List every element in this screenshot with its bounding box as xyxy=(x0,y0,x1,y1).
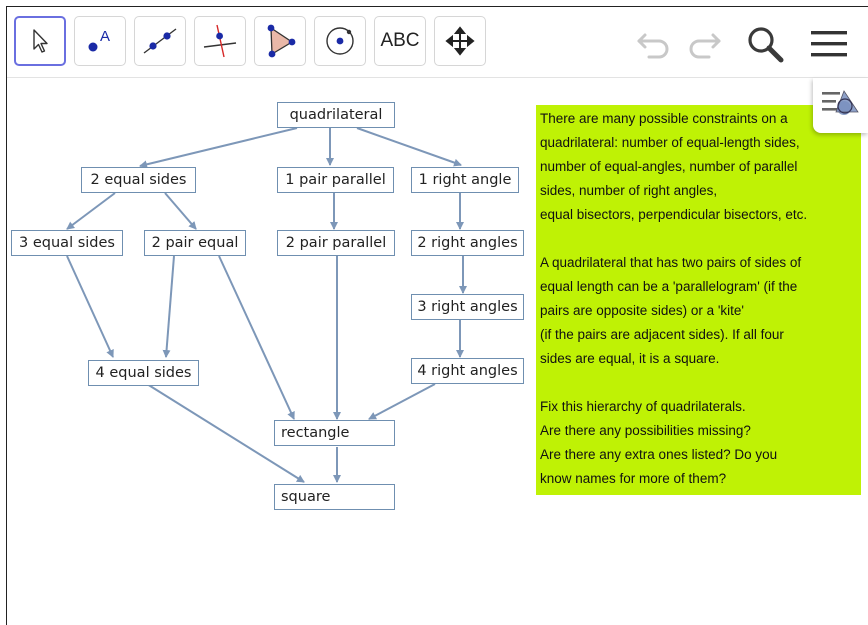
paragraph-gap xyxy=(540,227,861,251)
node-1-right-angle[interactable]: 1 right angle xyxy=(411,167,519,193)
graphics-view[interactable]: quadrilateral 2 equal sides 1 pair paral… xyxy=(7,78,868,625)
edge-4equal-to-square xyxy=(146,383,305,483)
edge-2equal-to-2pair xyxy=(164,192,197,230)
paragraph-gap xyxy=(540,371,861,395)
perpendicular-line-tool[interactable] xyxy=(194,16,246,66)
note-line: know names for more of them? xyxy=(540,471,727,486)
note-line: There are many possible constraints on a xyxy=(540,111,788,126)
note-line: sides, number of right angles, xyxy=(540,183,718,198)
note-line: quadrilateral: number of equal-length si… xyxy=(540,135,800,150)
edge-2pair-to-4equal xyxy=(162,255,175,358)
edge-4right-to-rectangle xyxy=(368,383,436,420)
node-1-pair-parallel[interactable]: 1 pair parallel xyxy=(277,167,394,193)
node-quadrilateral[interactable]: quadrilateral xyxy=(277,102,395,128)
svg-text:A: A xyxy=(100,28,110,45)
toolbar: A ABC xyxy=(7,7,868,78)
circle-center-point-icon xyxy=(323,24,357,58)
point-a-icon: A xyxy=(84,25,116,57)
move-arrows-icon xyxy=(445,26,475,56)
app-frame xyxy=(6,6,868,625)
edge-2equal-to-3equal xyxy=(66,192,116,230)
node-4-right-angles[interactable]: 4 right angles xyxy=(411,358,524,384)
circle-tool[interactable] xyxy=(314,16,366,66)
edge-3equal-to-4equal xyxy=(66,255,114,358)
polygon-icon xyxy=(262,23,298,59)
perpendicular-line-icon xyxy=(202,23,238,59)
undo-icon[interactable] xyxy=(635,29,675,64)
polygon-tool[interactable] xyxy=(254,16,306,66)
node-2-pair-parallel[interactable]: 2 pair parallel xyxy=(277,230,395,256)
style-bar-toggle-button[interactable] xyxy=(813,78,868,133)
edge-quad-to-2equal xyxy=(139,127,298,169)
node-3-equal-sides[interactable]: 3 equal sides xyxy=(11,230,123,256)
note-line: equal bisectors, perpendicular bisectors… xyxy=(540,207,808,222)
node-2-equal-sides[interactable]: 2 equal sides xyxy=(81,167,196,193)
edge-2pair-to-rectangle xyxy=(218,255,295,420)
cursor-arrow-icon xyxy=(28,27,52,55)
move-tool[interactable] xyxy=(14,16,66,66)
diagram-arrows xyxy=(66,127,467,483)
line-through-points-icon xyxy=(142,25,178,57)
node-rectangle[interactable]: rectangle xyxy=(274,420,395,446)
note-line: Are there any possibilities missing? xyxy=(540,423,751,438)
note-line: equal length can be a 'parallelogram' (i… xyxy=(540,279,798,294)
text-tool-label: ABC xyxy=(380,30,420,51)
line-tool[interactable] xyxy=(134,16,186,66)
menu-icon[interactable] xyxy=(809,27,849,66)
node-2-pair-equal[interactable]: 2 pair equal xyxy=(144,230,246,256)
move-graphics-view-tool[interactable] xyxy=(434,16,486,66)
note-line: (if the pairs are adjacent sides). If al… xyxy=(540,327,784,342)
instruction-text-box[interactable]: There are many possible constraints on a… xyxy=(536,105,861,495)
node-2-right-angles[interactable]: 2 right angles xyxy=(411,230,524,256)
node-4-equal-sides[interactable]: 4 equal sides xyxy=(88,360,199,386)
note-line: pairs are opposite sides) or a 'kite' xyxy=(540,303,745,318)
note-line: A quadrilateral that has two pairs of si… xyxy=(540,255,802,270)
text-tool[interactable]: ABC xyxy=(374,16,426,66)
note-line: Fix this hierarchy of quadrilaterals. xyxy=(540,399,746,414)
note-line: sides are equal, it is a square. xyxy=(540,351,720,366)
redo-icon[interactable] xyxy=(683,29,723,64)
note-line: Are there any extra ones listed? Do you xyxy=(540,447,778,462)
note-line: number of equal-angles, number of parall… xyxy=(540,159,798,174)
point-tool[interactable]: A xyxy=(74,16,126,66)
search-icon[interactable] xyxy=(745,25,787,70)
edge-quad-to-1right xyxy=(356,127,462,167)
style-bar-toggle-icon xyxy=(820,86,862,125)
node-3-right-angles[interactable]: 3 right angles xyxy=(411,294,524,320)
node-square[interactable]: square xyxy=(274,484,395,510)
